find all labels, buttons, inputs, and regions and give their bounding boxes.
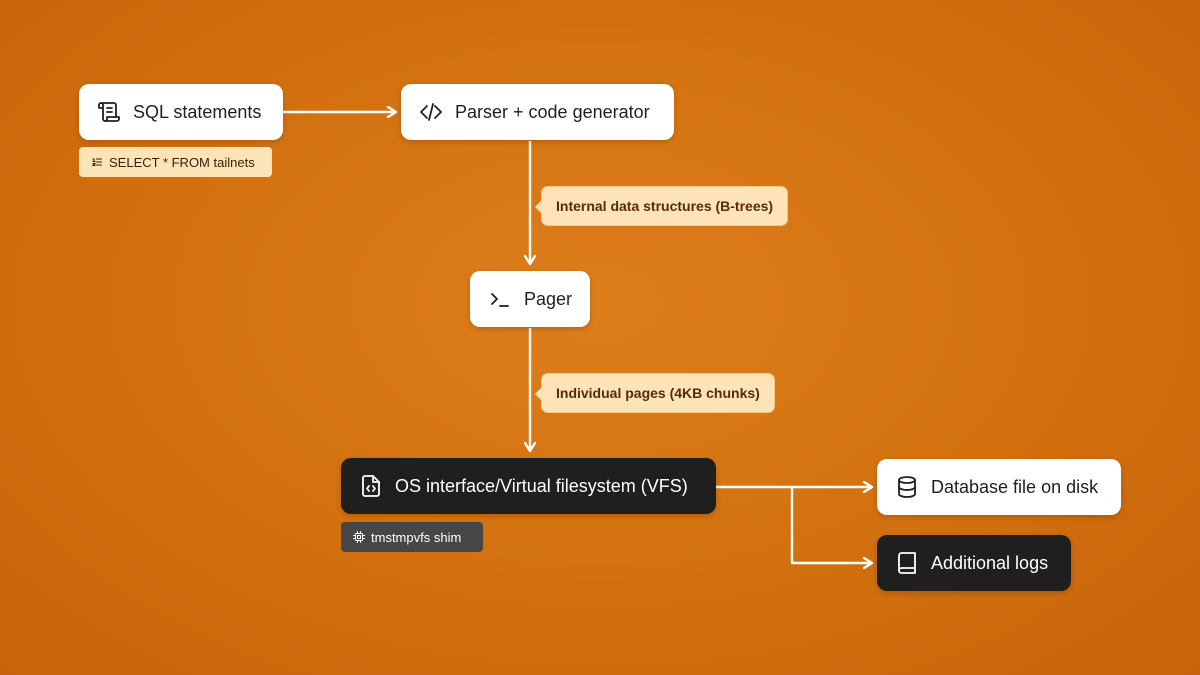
vfs-label: OS interface/Virtual filesystem (VFS) xyxy=(395,475,688,496)
book-icon xyxy=(898,552,916,574)
file-code-icon xyxy=(362,475,380,497)
additional-logs-node[interactable]: Additional logs xyxy=(877,535,1071,591)
additional-logs-label: Additional logs xyxy=(931,552,1049,573)
sql-statements-node[interactable]: SQL statements xyxy=(79,84,283,140)
database-icon xyxy=(898,476,916,498)
parser-label: Parser + code generator xyxy=(455,101,650,122)
code-icon xyxy=(420,103,442,121)
vfs-node[interactable]: OS interface/Virtual filesystem (VFS) xyxy=(341,458,716,514)
sql-example-text: SELECT * FROM tailnets xyxy=(109,154,255,170)
pager-label: Pager xyxy=(524,288,573,309)
sql-example-tag: SELECT * FROM tailnets xyxy=(79,147,272,177)
edge-label-internal-data: Internal data structures (B-trees) xyxy=(534,186,789,226)
database-file-label: Database file on disk xyxy=(931,476,1099,497)
pager-node[interactable]: Pager xyxy=(470,271,590,327)
shim-tag: tmstmpvfs shim xyxy=(341,522,483,552)
terminal-icon xyxy=(491,293,509,307)
sql-statements-label: SQL statements xyxy=(133,101,262,122)
database-file-node[interactable]: Database file on disk xyxy=(877,459,1121,515)
chip-icon xyxy=(353,531,365,543)
shim-text: tmstmpvfs shim xyxy=(371,529,462,545)
list-ordered-icon xyxy=(91,158,103,167)
scroll-icon xyxy=(98,102,120,122)
parser-node[interactable]: Parser + code generator xyxy=(401,84,674,140)
edge-vfs-to-logs xyxy=(790,487,872,563)
edge-label-individual-pages: Individual pages (4KB chunks) xyxy=(535,373,775,413)
